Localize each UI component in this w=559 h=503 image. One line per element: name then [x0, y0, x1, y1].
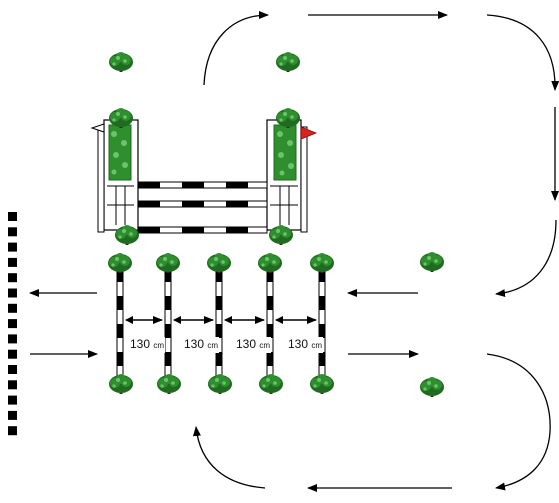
tree-icon	[208, 374, 232, 394]
distance-value: 130	[184, 337, 205, 351]
curved-arrow-icon	[192, 426, 266, 489]
tree-icon	[420, 252, 444, 272]
jump-rail	[137, 226, 268, 234]
boundary-marker	[8, 227, 17, 237]
tree-icon	[157, 374, 181, 394]
distance-value: 130	[236, 337, 257, 351]
distance-value: 130	[288, 337, 309, 351]
tree-icon	[109, 108, 133, 128]
distance-unit: cm	[311, 341, 323, 350]
tree-icon	[207, 253, 231, 273]
curved-arrow-icon	[486, 14, 559, 91]
boundary-marker	[8, 426, 17, 436]
boundary-marker	[8, 380, 17, 390]
boundary-marker	[8, 395, 17, 405]
tree-icon	[109, 374, 133, 394]
curved-arrow-icon	[495, 219, 557, 298]
tree-icon	[269, 225, 293, 245]
distance-unit: cm	[153, 341, 165, 350]
distance-label: 130 cm	[183, 337, 220, 353]
distance-unit: cm	[259, 341, 271, 350]
distance-unit: cm	[207, 341, 219, 350]
boundary-marker	[8, 212, 17, 221]
boundary-marker	[8, 273, 17, 283]
jump-left-stand	[97, 119, 139, 233]
boundary-marker	[8, 257, 17, 267]
jump-rails	[137, 181, 268, 234]
curved-arrow-icon	[486, 353, 551, 491]
ground-poles	[116, 267, 326, 381]
arena-boundary	[8, 212, 17, 436]
boundary-marker	[8, 319, 17, 329]
red-flag-icon	[300, 126, 318, 140]
distance-label: 130 cm	[287, 337, 324, 353]
ground-pole	[164, 267, 172, 381]
tree-icon	[310, 374, 334, 394]
boundary-marker	[8, 242, 17, 252]
jump-right-stand	[266, 119, 308, 233]
tree-icon	[258, 253, 282, 273]
boundary-marker	[8, 410, 17, 420]
distance-label: 130 cm	[129, 337, 166, 353]
jump-oxer	[90, 119, 318, 234]
jump-rail	[137, 200, 268, 208]
straight-arrows	[29, 11, 452, 492]
tree-icon	[310, 253, 334, 273]
curved-arrow-icon	[203, 11, 269, 86]
ground-pole	[116, 267, 124, 381]
ground-pole	[215, 267, 223, 381]
white-flag-icon	[90, 123, 105, 133]
distance-label: 130 cm	[235, 337, 272, 353]
tree-icon	[108, 253, 132, 273]
tree-icon	[156, 253, 180, 273]
curved-arrows	[192, 11, 559, 491]
jump-rail	[137, 181, 268, 189]
boundary-marker	[8, 349, 17, 359]
tree-icon	[276, 52, 300, 72]
boundary-marker	[8, 334, 17, 344]
boundary-marker	[8, 303, 17, 313]
tree-icon	[276, 108, 300, 128]
tree-icon	[259, 374, 283, 394]
tree-icon	[109, 52, 133, 72]
tree-icon	[420, 377, 444, 397]
trees	[108, 52, 444, 397]
boundary-marker	[8, 365, 17, 374]
tree-icon	[115, 225, 139, 245]
ground-pole	[266, 267, 274, 381]
boundary-marker	[8, 288, 17, 298]
distance-value: 130	[130, 337, 151, 351]
ground-pole	[318, 267, 326, 381]
